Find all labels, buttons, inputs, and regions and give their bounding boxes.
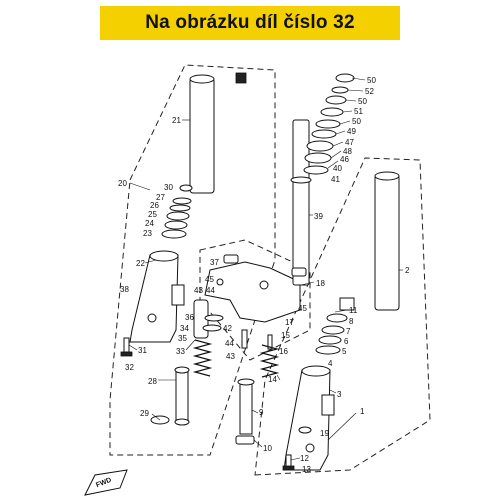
label-25: 25 — [148, 210, 157, 219]
label-16: 16 — [279, 347, 288, 356]
center-damper-rod — [235, 378, 255, 445]
banner-title: Na obrázku díl číslo 32 — [145, 12, 355, 33]
label-46: 46 — [340, 155, 349, 164]
label-40: 40 — [333, 164, 342, 173]
label-21: 21 — [172, 116, 181, 125]
label-10: 10 — [263, 444, 272, 453]
label-7: 7 — [346, 327, 351, 336]
label-44b: 44 — [225, 339, 234, 348]
label-2: 2 — [405, 266, 410, 275]
label-4: 4 — [328, 359, 333, 368]
left-fork-group-outline — [109, 64, 276, 456]
label-23: 23 — [143, 229, 152, 238]
label-42: 42 — [223, 324, 232, 333]
label-11: 11 — [349, 306, 358, 315]
label-43b: 43 — [226, 352, 235, 361]
label-43a: 43 — [194, 286, 203, 295]
label-8: 8 — [349, 317, 354, 326]
fwd-arrow-icon — [84, 469, 128, 496]
right-fork-group-outline — [254, 157, 431, 476]
label-9: 9 — [259, 408, 264, 417]
label-3: 3 — [337, 390, 342, 399]
label-50b: 50 — [358, 97, 367, 106]
label-6: 6 — [344, 337, 349, 346]
label-52: 52 — [365, 87, 374, 96]
label-47: 47 — [345, 138, 354, 147]
leader-lines — [128, 77, 403, 461]
label-34: 34 — [180, 324, 189, 333]
steering-stem-bracket — [204, 119, 312, 323]
label-31: 31 — [138, 346, 147, 355]
label-45b: 45 — [298, 304, 307, 313]
label-24: 24 — [145, 219, 154, 228]
label-33: 33 — [176, 347, 185, 356]
label-5: 5 — [342, 347, 347, 356]
label-30: 30 — [164, 183, 173, 192]
label-1: 1 — [360, 407, 365, 416]
label-13: 13 — [302, 465, 311, 474]
label-29: 29 — [140, 409, 149, 418]
right-outer-tube — [283, 365, 335, 471]
label-50c: 50 — [352, 117, 361, 126]
label-48: 48 — [343, 147, 352, 156]
label-37: 37 — [210, 258, 219, 267]
label-38: 38 — [120, 285, 129, 294]
label-51: 51 — [354, 107, 363, 116]
label-39: 39 — [314, 212, 323, 221]
right-inner-tube — [339, 171, 400, 311]
label-41: 41 — [331, 175, 340, 184]
label-50a: 50 — [367, 76, 376, 85]
label-45a: 45 — [205, 275, 214, 284]
left-fork-spring — [192, 339, 213, 377]
label-44a: 44 — [206, 286, 215, 295]
label-36: 36 — [185, 313, 194, 322]
title-banner: Na obrázku díl číslo 32 — [100, 6, 400, 40]
label-28: 28 — [148, 377, 157, 386]
right-bottom-bolt — [282, 454, 295, 471]
label-26: 26 — [150, 201, 159, 210]
center-fork-spring — [259, 344, 280, 378]
label-15: 15 — [281, 331, 290, 340]
label-32: 32 — [125, 363, 134, 372]
label-18: 18 — [316, 279, 325, 288]
part-labels: 50 52 50 51 50 49 47 48 46 40 41 39 21 2… — [95, 76, 410, 489]
left-inner-tube — [189, 72, 247, 194]
label-20: 20 — [118, 179, 127, 188]
label-17: 17 — [285, 318, 294, 327]
center-caps — [202, 254, 307, 350]
right-seal-stack — [315, 313, 348, 355]
label-49: 49 — [347, 127, 356, 136]
left-outer-tube — [129, 250, 185, 343]
label-27: 27 — [156, 193, 165, 202]
label-19: 19 — [320, 429, 329, 438]
label-35: 35 — [178, 334, 187, 343]
label-12: 12 — [300, 454, 309, 463]
label-22: 22 — [136, 259, 145, 268]
left-seal-stack — [161, 184, 193, 239]
label-14: 14 — [268, 375, 277, 384]
